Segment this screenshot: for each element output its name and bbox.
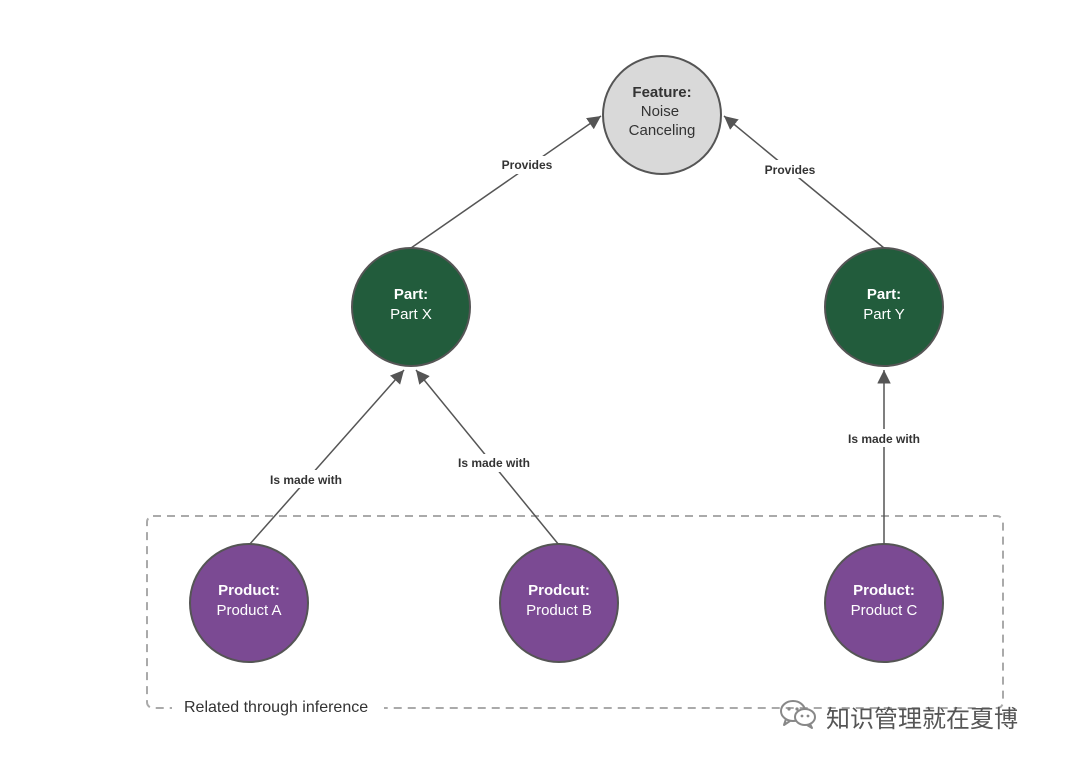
node-part-y-kind: Part: [867,286,901,303]
node-feature-noise-canceling[interactable]: Feature: Noise Canceling [602,55,722,175]
node-product-b-name: Product B [526,602,592,619]
inference-group-label: Related through inference [184,699,369,716]
inference-group-border [146,515,1004,709]
edge-label-part-y-provides: Provides [765,163,816,177]
edge-part-x-to-feature [410,115,602,249]
wechat-icon [778,698,818,735]
node-part-x-kind: Part: [394,286,428,303]
watermark-text: 知识管理就在夏博 [826,704,1018,733]
node-product-b[interactable]: Prodcut: Product B [499,543,619,663]
node-part-x[interactable]: Part: Part X [351,247,471,367]
node-part-y[interactable]: Part: Part Y [824,247,944,367]
node-part-x-name: Part X [390,306,432,323]
node-product-c-name: Product C [851,602,918,619]
node-product-a-kind: Product: [218,582,280,599]
edge-product-a-to-part-x [248,369,405,546]
inference-group-label-backdrop [172,690,384,730]
node-product-c-kind: Product: [853,582,915,599]
edge-label-part-x-provides: Provides [502,158,553,172]
node-product-c[interactable]: Product: Product C [824,543,944,663]
node-product-b-kind: Prodcut: [528,582,590,599]
node-product-a[interactable]: Product: Product A [189,543,309,663]
edge-label-product-b-made-with: Is made with [458,456,530,470]
node-feature-kind: Feature: [632,84,691,101]
node-feature-name: Noise Canceling [629,103,696,139]
watermark: 知识管理就在夏博 [778,698,1018,734]
node-product-a-name: Product A [216,602,281,619]
edge-label-product-a-made-with: Is made with [270,473,342,487]
edge-part-y-to-feature [723,115,885,249]
edge-label-product-c-made-with: Is made with [848,432,920,446]
node-part-y-name: Part Y [863,306,904,323]
